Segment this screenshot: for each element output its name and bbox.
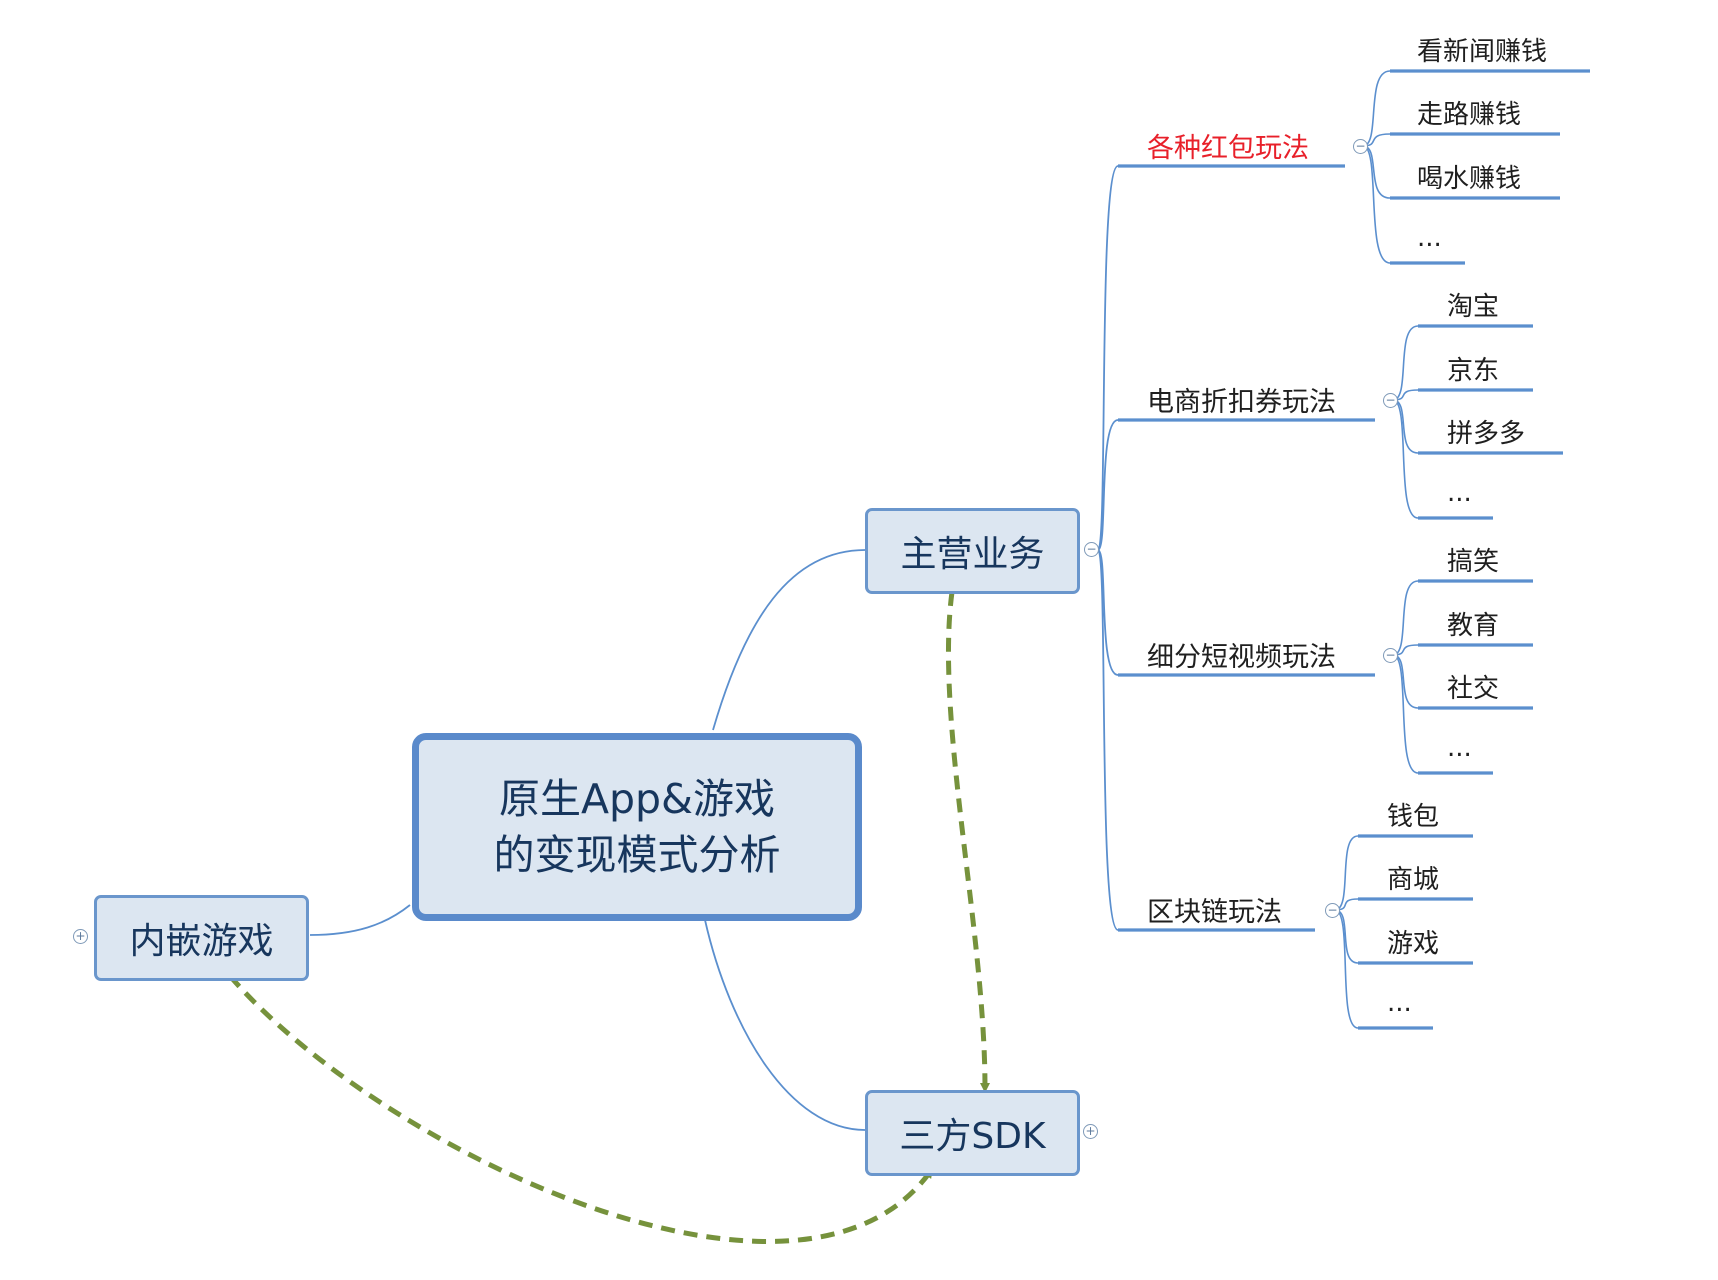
connector-branch-2-item-3 [1392, 654, 1419, 774]
embedded-games-node[interactable]: 内嵌游戏 [94, 895, 309, 981]
leaf-item-3-3[interactable]: ... [1387, 988, 1412, 1018]
connector-branch-1-item-0 [1392, 325, 1419, 401]
leaf-item-1-2[interactable]: 拼多多 [1447, 419, 1526, 449]
leaf-item-1-1[interactable]: 京东 [1447, 356, 1500, 386]
leaf-item-0-2[interactable]: 喝水赚钱 [1417, 164, 1522, 194]
connector-main-branch-1 [1097, 419, 1119, 551]
central-topic-line2: 的变现模式分析 [493, 831, 781, 879]
central-topic[interactable]: 原生App&游戏 的变现模式分析 [412, 733, 862, 921]
third-party-sdk-node[interactable]: 三方SDK [865, 1090, 1080, 1176]
connector-branch-2-item-0 [1392, 580, 1419, 656]
connector-branch-3-item-3 [1334, 909, 1359, 1029]
branch-collapse-toggle-1[interactable]: − [1383, 393, 1398, 408]
connector-root-main [712, 549, 866, 731]
leaf-item-1-0[interactable]: 淘宝 [1447, 292, 1500, 322]
connector-branch-1-item-3 [1392, 399, 1419, 519]
connector-main-branch-2 [1097, 549, 1119, 676]
embedded-games-expand-toggle[interactable]: + [73, 929, 88, 944]
leaf-item-3-0[interactable]: 钱包 [1387, 802, 1440, 832]
connector-root-embed [309, 904, 411, 936]
relation-arrow-embed-sdk [222, 968, 933, 1244]
branch-title-1[interactable]: 电商折扣券玩法 [1147, 387, 1336, 418]
branch-collapse-toggle-3[interactable]: − [1325, 903, 1340, 918]
leaf-item-0-0[interactable]: 看新闻赚钱 [1417, 37, 1548, 67]
connector-root-sdk [704, 919, 866, 1131]
relation-arrow-main-sdk [946, 586, 990, 1093]
leaf-item-1-3[interactable]: ... [1447, 478, 1472, 508]
central-topic-line1: 原生App&游戏 [498, 775, 776, 823]
connector-branch-1-item-2 [1392, 399, 1419, 454]
connector-branch-2-item-2 [1392, 654, 1419, 709]
leaf-item-2-0[interactable]: 搞笑 [1447, 547, 1500, 577]
connector-branch-0-item-2 [1362, 145, 1391, 199]
leaf-item-3-1[interactable]: 商城 [1387, 865, 1440, 895]
connector-branch-3-item-2 [1334, 909, 1359, 964]
leaf-item-2-3[interactable]: ... [1447, 733, 1472, 763]
branch-title-2[interactable]: 细分短视频玩法 [1147, 642, 1336, 673]
main-business-collapse-toggle[interactable]: − [1084, 542, 1099, 557]
branch-collapse-toggle-0[interactable]: − [1353, 139, 1368, 154]
leaf-item-2-2[interactable]: 社交 [1447, 674, 1500, 704]
connector-main-branch-3 [1097, 549, 1119, 931]
branch-title-0[interactable]: 各种红包玩法 [1147, 133, 1309, 164]
branch-title-3[interactable]: 区块链玩法 [1147, 897, 1282, 928]
leaf-item-3-2[interactable]: 游戏 [1387, 929, 1440, 959]
leaf-item-2-1[interactable]: 教育 [1447, 611, 1500, 641]
connector-branch-0-item-3 [1362, 145, 1391, 264]
branch-collapse-toggle-2[interactable]: − [1383, 648, 1398, 663]
main-business-node[interactable]: 主营业务 [865, 508, 1080, 594]
third-party-sdk-expand-toggle[interactable]: + [1083, 1124, 1098, 1139]
leaf-item-0-3[interactable]: ... [1417, 223, 1442, 253]
leaf-item-0-1[interactable]: 走路赚钱 [1417, 100, 1522, 130]
connector-main-branch-0 [1097, 165, 1119, 551]
